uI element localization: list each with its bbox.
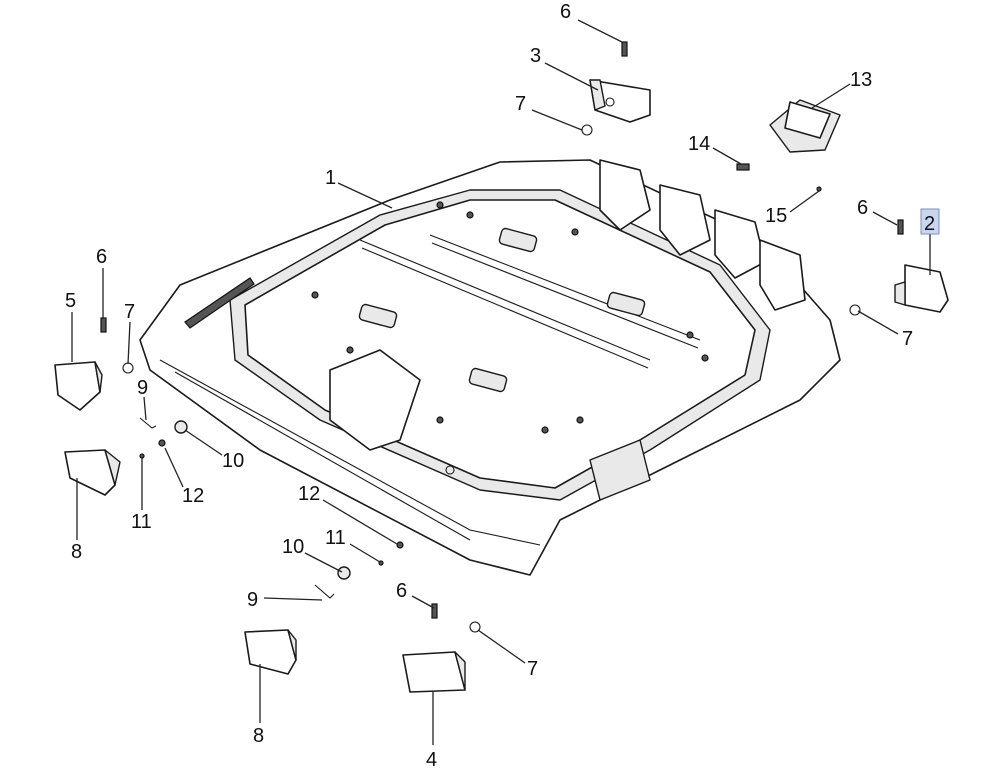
callout-12-left: 12 [182, 485, 204, 507]
callout-7-right: 7 [902, 328, 913, 350]
callout-10-mid: 10 [282, 536, 304, 558]
lamp-8-bottom [244, 629, 297, 675]
callout-6-bottom: 6 [396, 580, 407, 602]
callout-7-top: 7 [515, 93, 526, 115]
callout-9-mid: 9 [247, 589, 258, 611]
dome-lamp-3 [589, 79, 651, 123]
callout-8-left: 8 [71, 541, 82, 563]
callout-15: 15 [765, 205, 787, 227]
callout-6-right: 6 [857, 197, 868, 219]
callout-labels: 6 3 13 7 14 1 15 6 2 7 6 5 7 9 10 12 11 … [65, 1, 935, 771]
callout-6-left: 6 [96, 246, 107, 268]
fasteners [100, 41, 904, 633]
headliner-panel [139, 159, 841, 576]
lamp-4 [402, 651, 466, 693]
callout-7-left: 7 [124, 301, 135, 323]
callout-11-mid: 11 [325, 527, 346, 549]
callout-14: 14 [688, 133, 710, 155]
callout-7-bottom: 7 [527, 658, 538, 680]
callout-10-left: 10 [222, 450, 244, 472]
callout-9-left: 9 [137, 377, 148, 399]
callout-5: 5 [65, 290, 76, 312]
callout-2: 2 [924, 213, 935, 235]
lamp-5 [54, 361, 103, 411]
map-light-13 [769, 99, 841, 153]
lamp-8-left [64, 449, 121, 496]
callout-2-highlight [920, 208, 940, 235]
callout-11-left: 11 [131, 511, 152, 533]
callout-12-mid: 12 [298, 483, 320, 505]
lamp-2 [894, 264, 949, 313]
callout-8-bottom: 8 [253, 725, 264, 747]
callout-6-top: 6 [560, 1, 571, 23]
callout-13: 13 [850, 69, 872, 91]
callout-3: 3 [530, 45, 541, 67]
leader-lines [71, 19, 931, 745]
callout-4: 4 [426, 749, 437, 771]
callout-1: 1 [325, 167, 336, 189]
